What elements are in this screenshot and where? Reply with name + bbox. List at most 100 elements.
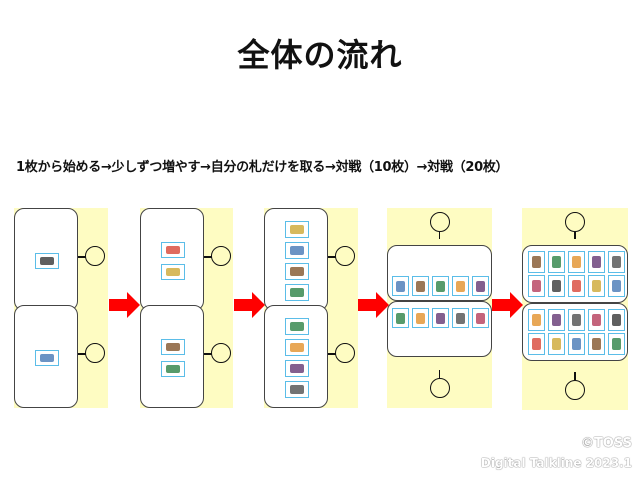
player-marker-icon	[429, 378, 450, 398]
connector-line	[574, 232, 576, 239]
picture-card[interactable]	[452, 308, 469, 328]
picture-card[interactable]	[161, 241, 185, 258]
card-illustration	[166, 364, 180, 373]
picture-card[interactable]	[412, 308, 429, 328]
connector-line	[328, 256, 336, 258]
red-arrow-icon	[234, 292, 265, 318]
card-illustration	[40, 256, 54, 265]
picture-card[interactable]	[161, 360, 185, 377]
player-marker-icon	[85, 343, 105, 363]
card-illustration	[571, 280, 581, 293]
picture-card[interactable]	[285, 338, 309, 356]
picture-card[interactable]	[161, 263, 185, 280]
step-panel-2	[140, 208, 233, 408]
card-illustration	[436, 312, 445, 324]
picture-card[interactable]	[285, 283, 309, 301]
picture-card[interactable]	[587, 309, 605, 331]
player-area-1	[140, 208, 204, 311]
card-illustration	[456, 280, 465, 292]
picture-card[interactable]	[527, 309, 545, 331]
arrow-shape	[234, 292, 265, 318]
picture-card[interactable]	[607, 275, 625, 297]
picture-card[interactable]	[527, 333, 545, 355]
picture-card[interactable]	[547, 333, 565, 355]
picture-card[interactable]	[472, 276, 489, 296]
picture-card[interactable]	[161, 338, 185, 355]
player-marker-icon	[565, 380, 585, 400]
card-illustration	[611, 280, 621, 293]
card-illustration	[571, 256, 581, 269]
card-illustration	[290, 342, 304, 352]
slide-title: 全体の流れ	[237, 36, 403, 74]
red-arrow-icon	[358, 292, 389, 318]
card-illustration	[571, 314, 581, 327]
card-illustration	[551, 280, 561, 293]
card-illustration	[166, 245, 180, 254]
picture-card[interactable]	[452, 276, 469, 296]
picture-card[interactable]	[587, 275, 605, 297]
card-illustration	[396, 312, 405, 324]
player-area-1	[387, 245, 492, 301]
connector-line	[78, 256, 86, 258]
picture-card[interactable]	[547, 309, 565, 331]
picture-card[interactable]	[285, 359, 309, 377]
card-illustration	[290, 321, 304, 331]
picture-card[interactable]	[35, 252, 59, 269]
player-marker-icon	[211, 246, 231, 266]
card-illustration	[40, 353, 54, 362]
card-illustration	[551, 314, 561, 327]
player-area-2	[14, 305, 78, 408]
picture-card[interactable]	[567, 309, 585, 331]
player-marker-icon	[211, 343, 231, 363]
picture-card[interactable]	[285, 220, 309, 238]
picture-card[interactable]	[587, 251, 605, 273]
card-illustration	[551, 256, 561, 269]
picture-card[interactable]	[392, 308, 409, 328]
picture-card[interactable]	[527, 251, 545, 273]
picture-card[interactable]	[607, 309, 625, 331]
step-panel-5	[522, 208, 628, 410]
player-marker-icon	[335, 343, 355, 363]
picture-card[interactable]	[285, 317, 309, 335]
picture-card[interactable]	[472, 308, 489, 328]
picture-card[interactable]	[587, 333, 605, 355]
card-illustration	[436, 280, 445, 292]
connector-line	[204, 256, 212, 258]
picture-card[interactable]	[547, 251, 565, 273]
card-illustration	[476, 312, 485, 324]
picture-card[interactable]	[432, 276, 449, 296]
picture-card[interactable]	[285, 241, 309, 259]
card-illustration	[551, 338, 561, 351]
card-illustration	[591, 280, 601, 293]
picture-card[interactable]	[285, 380, 309, 398]
picture-card[interactable]	[567, 275, 585, 297]
card-illustration	[166, 342, 180, 351]
card-illustration	[290, 384, 304, 394]
arrow-shape	[109, 292, 140, 318]
picture-card[interactable]	[547, 275, 565, 297]
picture-card[interactable]	[432, 308, 449, 328]
picture-card[interactable]	[567, 251, 585, 273]
connector-line	[438, 232, 440, 239]
picture-card[interactable]	[607, 333, 625, 355]
player-area-1	[264, 208, 328, 311]
picture-card[interactable]	[285, 262, 309, 280]
player-area-2	[387, 301, 492, 357]
card-illustration	[531, 256, 541, 269]
card-illustration	[611, 338, 621, 351]
red-arrow-icon	[492, 292, 523, 318]
card-illustration	[591, 256, 601, 269]
connector-line	[574, 372, 576, 380]
picture-card[interactable]	[607, 251, 625, 273]
player-area-2	[264, 305, 328, 408]
picture-card[interactable]	[412, 276, 429, 296]
picture-card[interactable]	[567, 333, 585, 355]
picture-card[interactable]	[35, 349, 59, 366]
card-illustration	[476, 280, 485, 292]
picture-card[interactable]	[527, 275, 545, 297]
credit-toss: ©TOSS	[580, 436, 632, 451]
connector-line	[328, 353, 336, 355]
flow-description: 1枚から始める→少しずつ増やす→自分の札だけを取る→対戦（10枚）→対戦（20枚…	[16, 160, 509, 175]
picture-card[interactable]	[392, 276, 409, 296]
card-illustration	[396, 280, 405, 292]
